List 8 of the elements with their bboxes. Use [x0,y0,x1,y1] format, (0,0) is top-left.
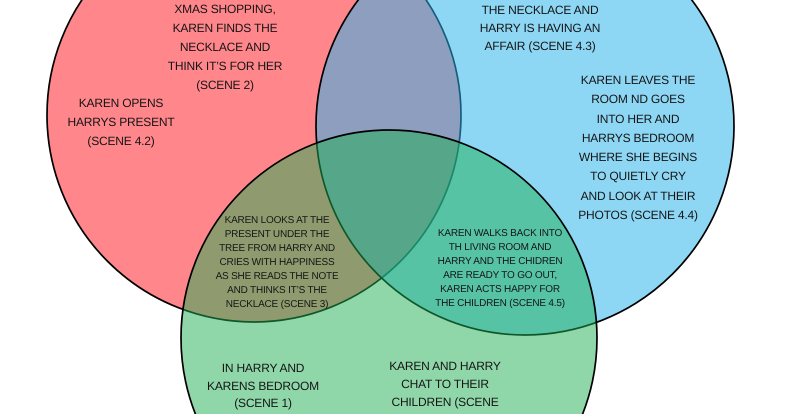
scene-text: KAREN AND HARRY CHAT TO THEIR CHILDREN (SCENE [388,358,502,411]
scene-text: KAREN OPENS HARRYS PRESENT (SCENE 4.2) [66,95,176,150]
scene-text: KAREN WALKS BACK INTO TH LIVING ROOM AND HARRY AND THE CHIDREN ARE READY TO GO OUT, KAREN ACTS HAPPY FOR THE CHILDREN (SCENE 4.5) [434,227,566,311]
scene-text: KAREN LEAVES THE ROOM ND GOES INTO HER AND HARRYS BEDROOM WHERE SHE BEGINS TO QUIETLY CRY AND LOOK AT THEIR PHOTOS (SCENE 4.4) [578,72,698,224]
scene-text: THE NECKLACE AND HARRY IS HAVING AN AFFAIR (SCENE 4.3) [478,2,602,55]
scene-text: KAREN LOOKS AT THE PRESENT UNDER THE TREE FROM HARRY AND CRIES WITH HAPPINESS AS SHE READS THE NOTE AND THINKS IT’S THE NECKLACE (SCENE 3) [214,214,340,312]
scene-text: IN HARRY AND KARENS BEDROOM (SCENE 1) [206,360,320,412]
scene-text: XMAS SHOPPING, KAREN FINDS THE NECKLACE AND THINK IT’S FOR HER (SCENE 2) [166,1,284,94]
